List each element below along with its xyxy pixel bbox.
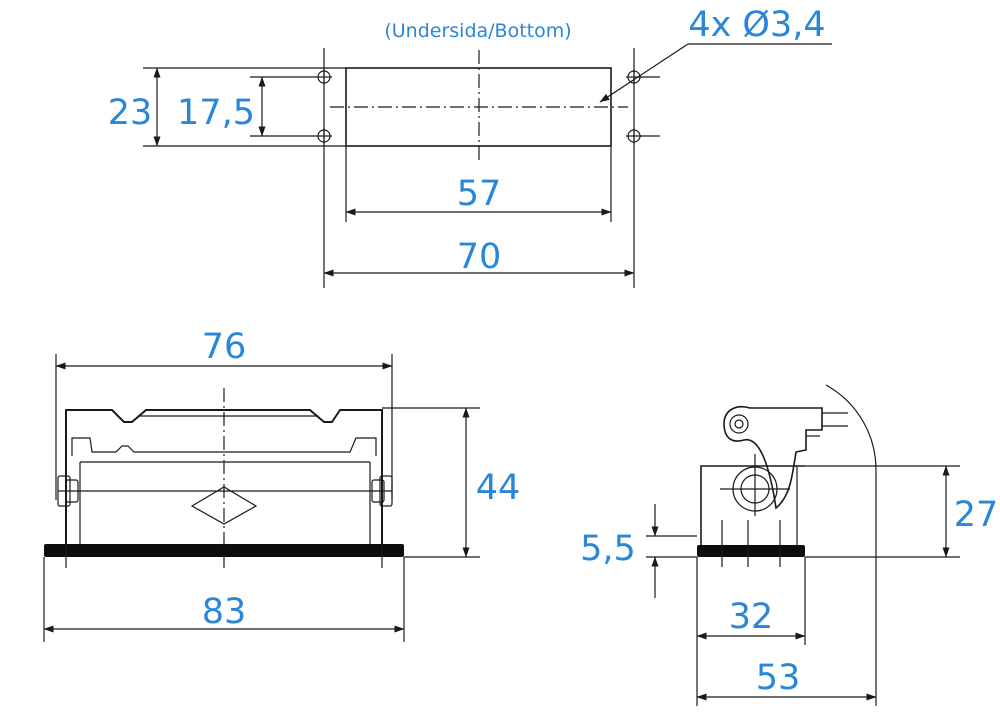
view-caption: (Undersida/Bottom) (384, 20, 571, 42)
dim-83: 83 (202, 592, 247, 632)
locking-lever (720, 406, 848, 516)
frame-outline (65, 409, 383, 544)
hole-callout: 4x Ø3,4 (688, 5, 825, 45)
dim-32: 32 (729, 597, 774, 637)
bottom-view: (Undersida/Bottom) 23 (108, 5, 832, 288)
side-view: 5,5 27 32 53 (580, 384, 999, 706)
side-gasket (697, 545, 805, 557)
dim-53: 53 (756, 658, 801, 698)
dim-44: 44 (476, 468, 521, 508)
lever-swing-arc (825, 384, 877, 706)
dim-27: 27 (954, 495, 999, 535)
dim-23: 23 (108, 93, 153, 133)
dim-76: 76 (202, 327, 247, 367)
dim-57: 57 (457, 174, 502, 214)
hole-callout-leader (599, 43, 689, 103)
dim-5-5: 5,5 (580, 529, 636, 569)
side-latch-pins (57, 475, 393, 507)
earth-diamond-symbol (190, 486, 258, 525)
dim-17-5: 17,5 (177, 93, 255, 133)
dim-70: 70 (457, 237, 502, 277)
front-view: 76 44 83 (43, 327, 521, 642)
